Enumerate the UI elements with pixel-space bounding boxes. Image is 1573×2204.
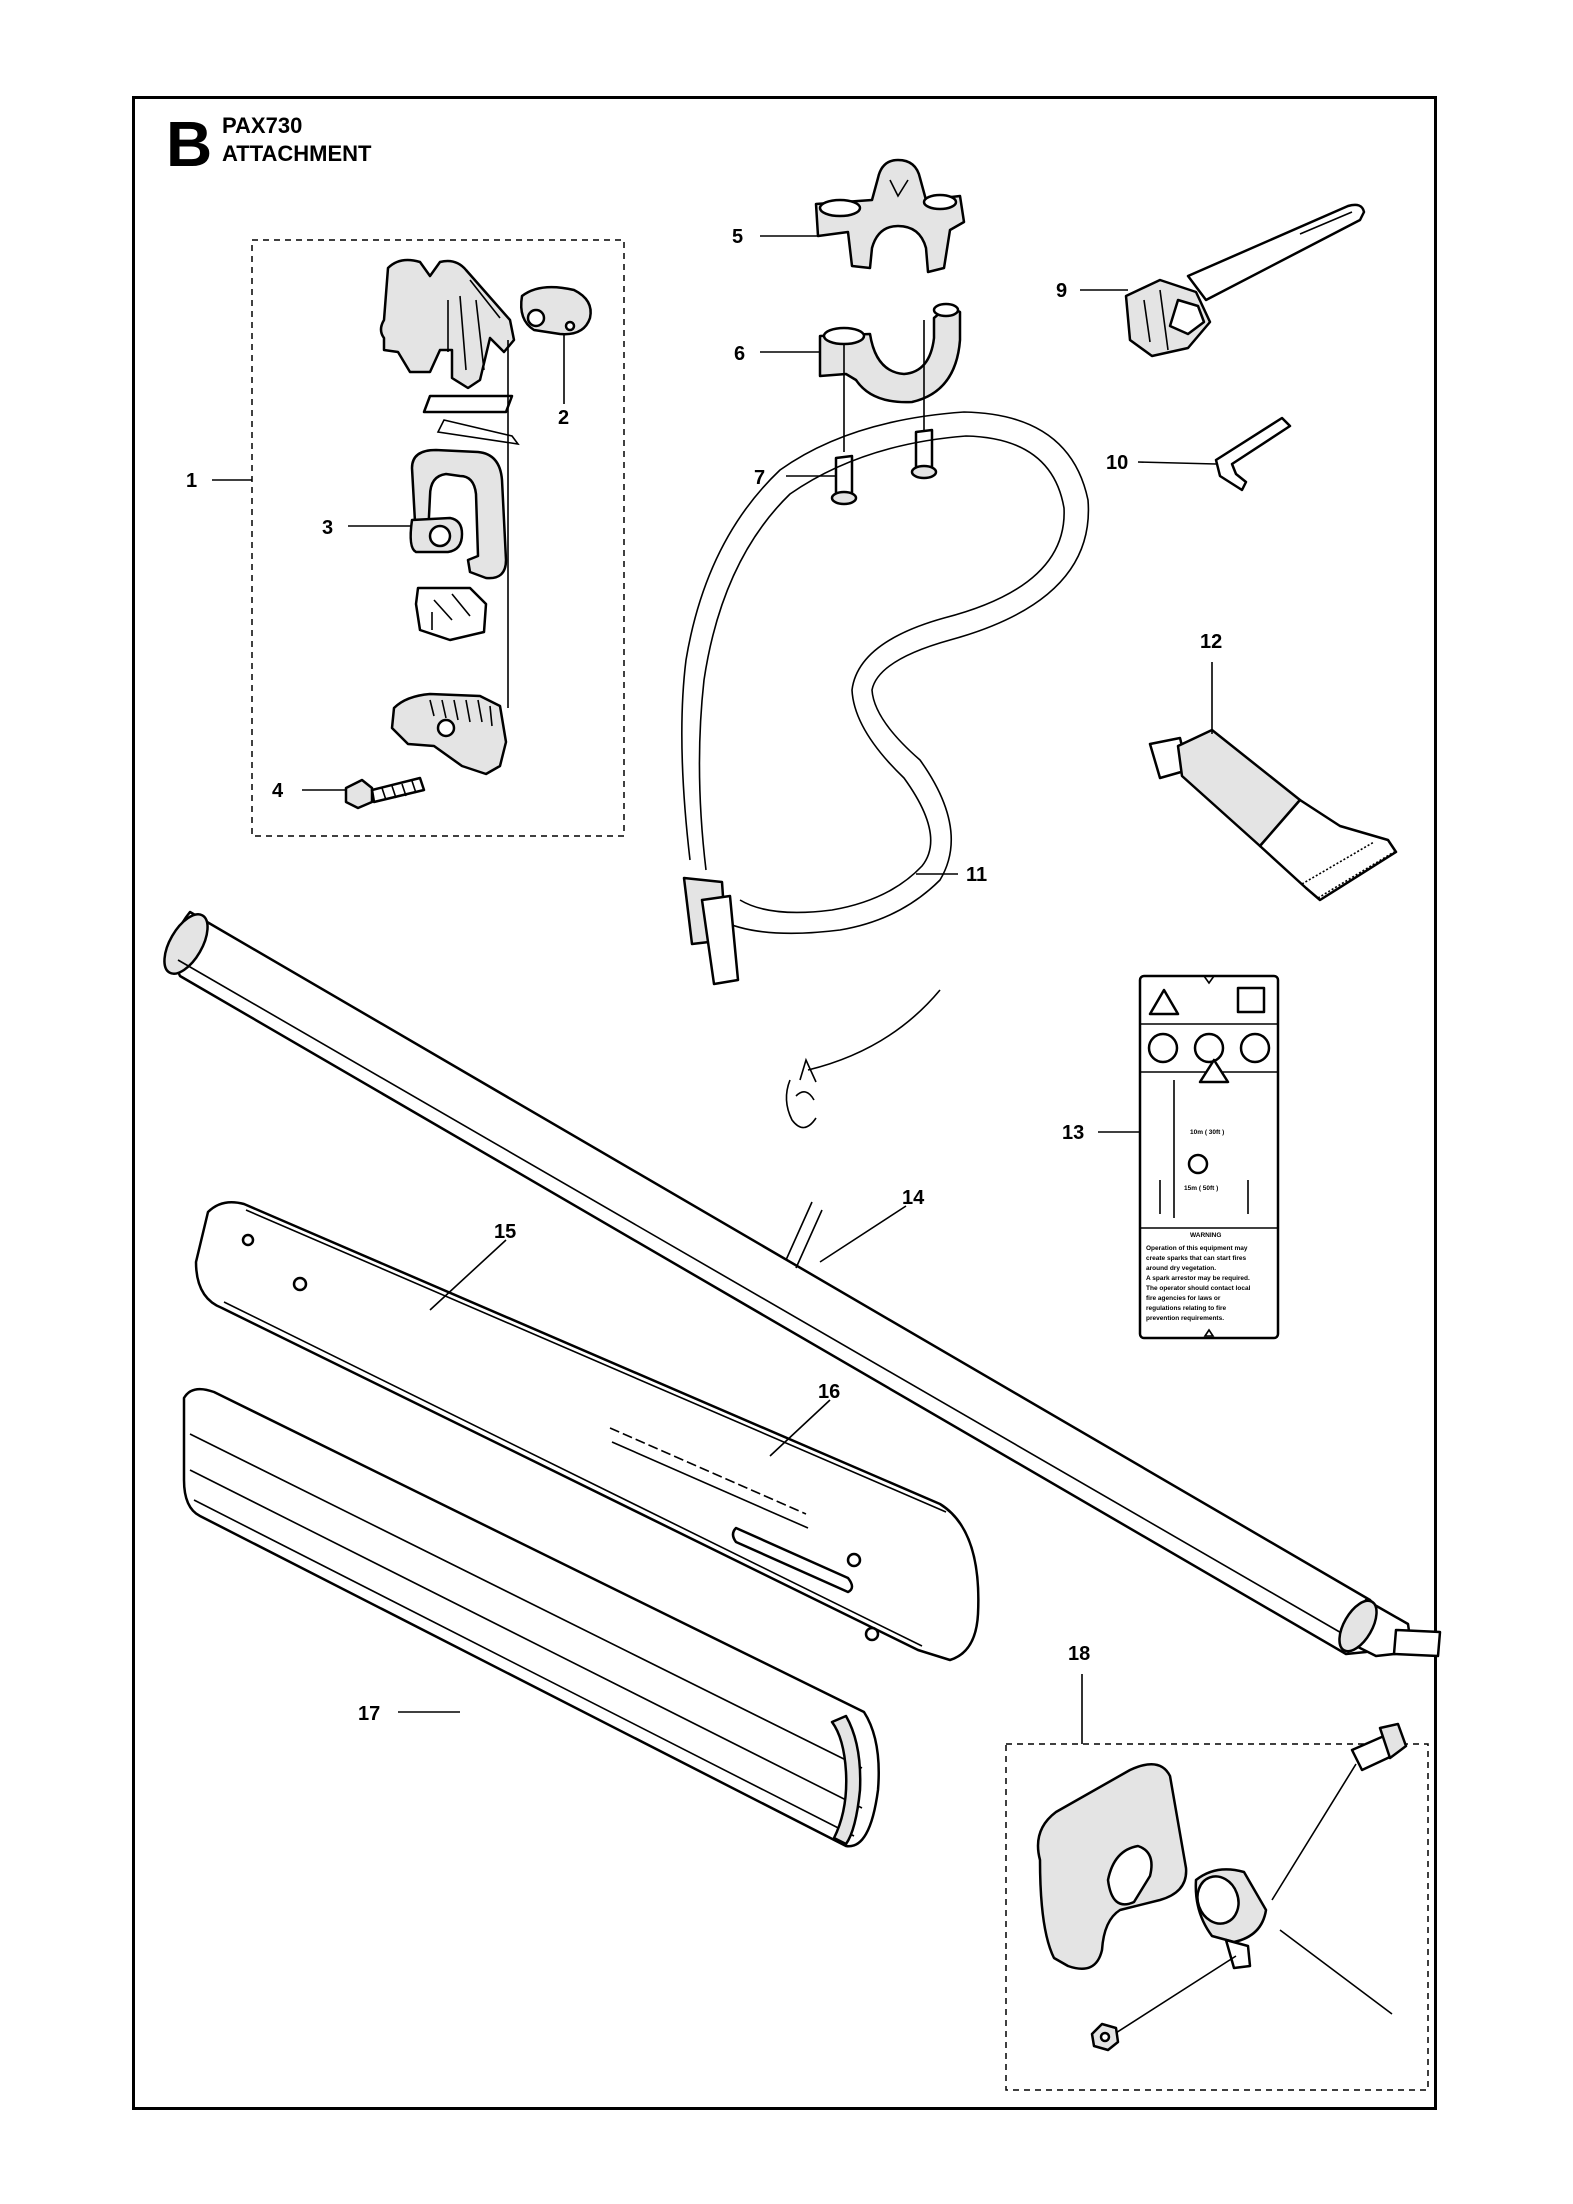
- decal-distance-lower: 15m ( 50ft ): [1184, 1185, 1218, 1192]
- callout-6: 6: [734, 343, 745, 365]
- protective-cover-assembly: [1036, 1722, 1408, 2052]
- decal-warning-line: around dry vegetation.: [1146, 1265, 1216, 1272]
- callout-11: 11: [966, 864, 987, 886]
- bar-cover: [182, 1387, 880, 1848]
- warning-triangle-icon: [1148, 988, 1180, 1016]
- callout-labels: 1 2 3 4 5 6 7 9 10 11 12 13 14 15 16 17 …: [186, 226, 1222, 1725]
- callout-5: 5: [732, 226, 743, 248]
- callout-10: 10: [1106, 452, 1128, 474]
- callout-3: 3: [322, 517, 333, 539]
- manual-book-icon: [1236, 986, 1266, 1014]
- decal-distance-upper: 10m ( 30ft ): [1190, 1129, 1224, 1136]
- callout-12: 12: [1200, 631, 1222, 653]
- callout-17: 17: [358, 1703, 380, 1725]
- decal-warning-line: fire agencies for laws or: [1146, 1295, 1221, 1302]
- decal-warning-line: create sparks that can start fires: [1146, 1255, 1246, 1262]
- callout-9: 9: [1056, 280, 1067, 302]
- combination-wrench: [1124, 203, 1366, 358]
- callout-2: 2: [558, 407, 569, 429]
- warning-decal: 10m ( 30ft ) 15m ( 50ft ) WARNING Operat…: [1138, 974, 1280, 1340]
- assembly-title: ATTACHMENT: [222, 141, 372, 166]
- group-box-protective-cover-assembly: [1005, 1743, 1429, 2091]
- decal-warning-line: A spark arrestor may be required.: [1146, 1275, 1250, 1282]
- callout-16: 16: [818, 1381, 840, 1403]
- decal-warning-line: Operation of this equipment may: [1146, 1245, 1248, 1252]
- section-letter: B: [166, 108, 213, 180]
- decal-warning-line: The operator should contact local: [1146, 1285, 1251, 1292]
- callout-7: 7: [754, 467, 765, 489]
- decal-warning-heading: WARNING: [1190, 1232, 1221, 1239]
- helmet-icon: [1147, 1032, 1179, 1064]
- decal-warning-line: prevention requirements.: [1146, 1315, 1224, 1322]
- callout-13: 13: [1062, 1122, 1084, 1144]
- no-bystanders-icon: [1187, 1153, 1209, 1175]
- gloves-icon: [1193, 1032, 1225, 1064]
- hex-key: [1214, 416, 1292, 492]
- callout-15: 15: [494, 1221, 516, 1243]
- grease-tube: [1148, 728, 1398, 902]
- handle-bracket-assembly: [814, 158, 966, 506]
- boots-icon: [1239, 1032, 1271, 1064]
- callout-18: 18: [1068, 1643, 1090, 1665]
- callout-14: 14: [902, 1187, 925, 1209]
- callout-1: 1: [186, 470, 197, 492]
- handle-assembly: [344, 258, 592, 810]
- decal-warning-line: regulations relating to fire: [1146, 1305, 1227, 1312]
- saw-chain: [609, 1427, 809, 1529]
- leader-lines: [212, 235, 1217, 1744]
- electric-hazard-icon: [1198, 1058, 1230, 1084]
- drive-shaft-tube: [163, 910, 1442, 1658]
- callout-4: 4: [272, 780, 284, 802]
- model-name: PAX730: [222, 113, 303, 138]
- harness-strap: [681, 411, 1090, 1129]
- page-frame: [132, 96, 1437, 2110]
- guide-bar: [194, 1201, 980, 1662]
